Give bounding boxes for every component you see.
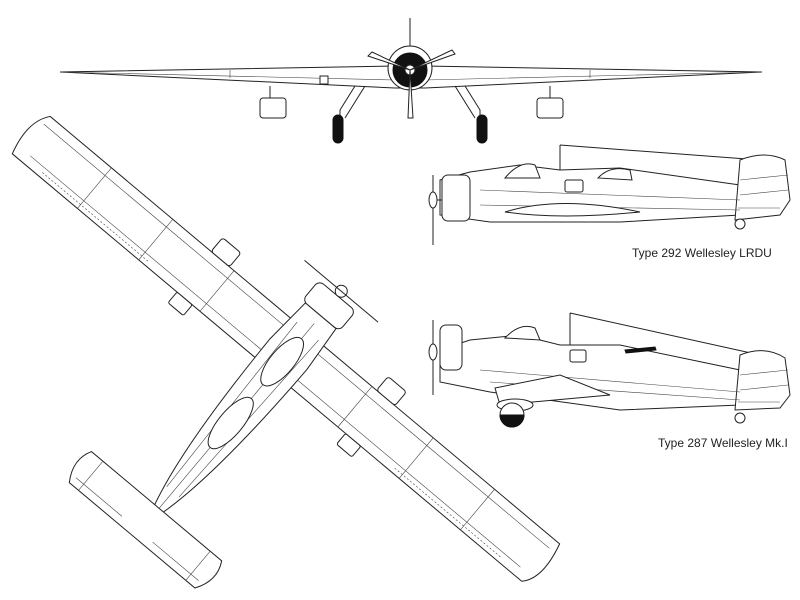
side-view-type-287 (428, 312, 791, 428)
side-view-type-292 (428, 144, 791, 245)
caption-type-287: Type 287 Wellesley Mk.I (658, 436, 788, 450)
front-view (59, 18, 763, 144)
plan-view (11, 115, 561, 589)
caption-type-292: Type 292 Wellesley LRDU (632, 246, 772, 260)
